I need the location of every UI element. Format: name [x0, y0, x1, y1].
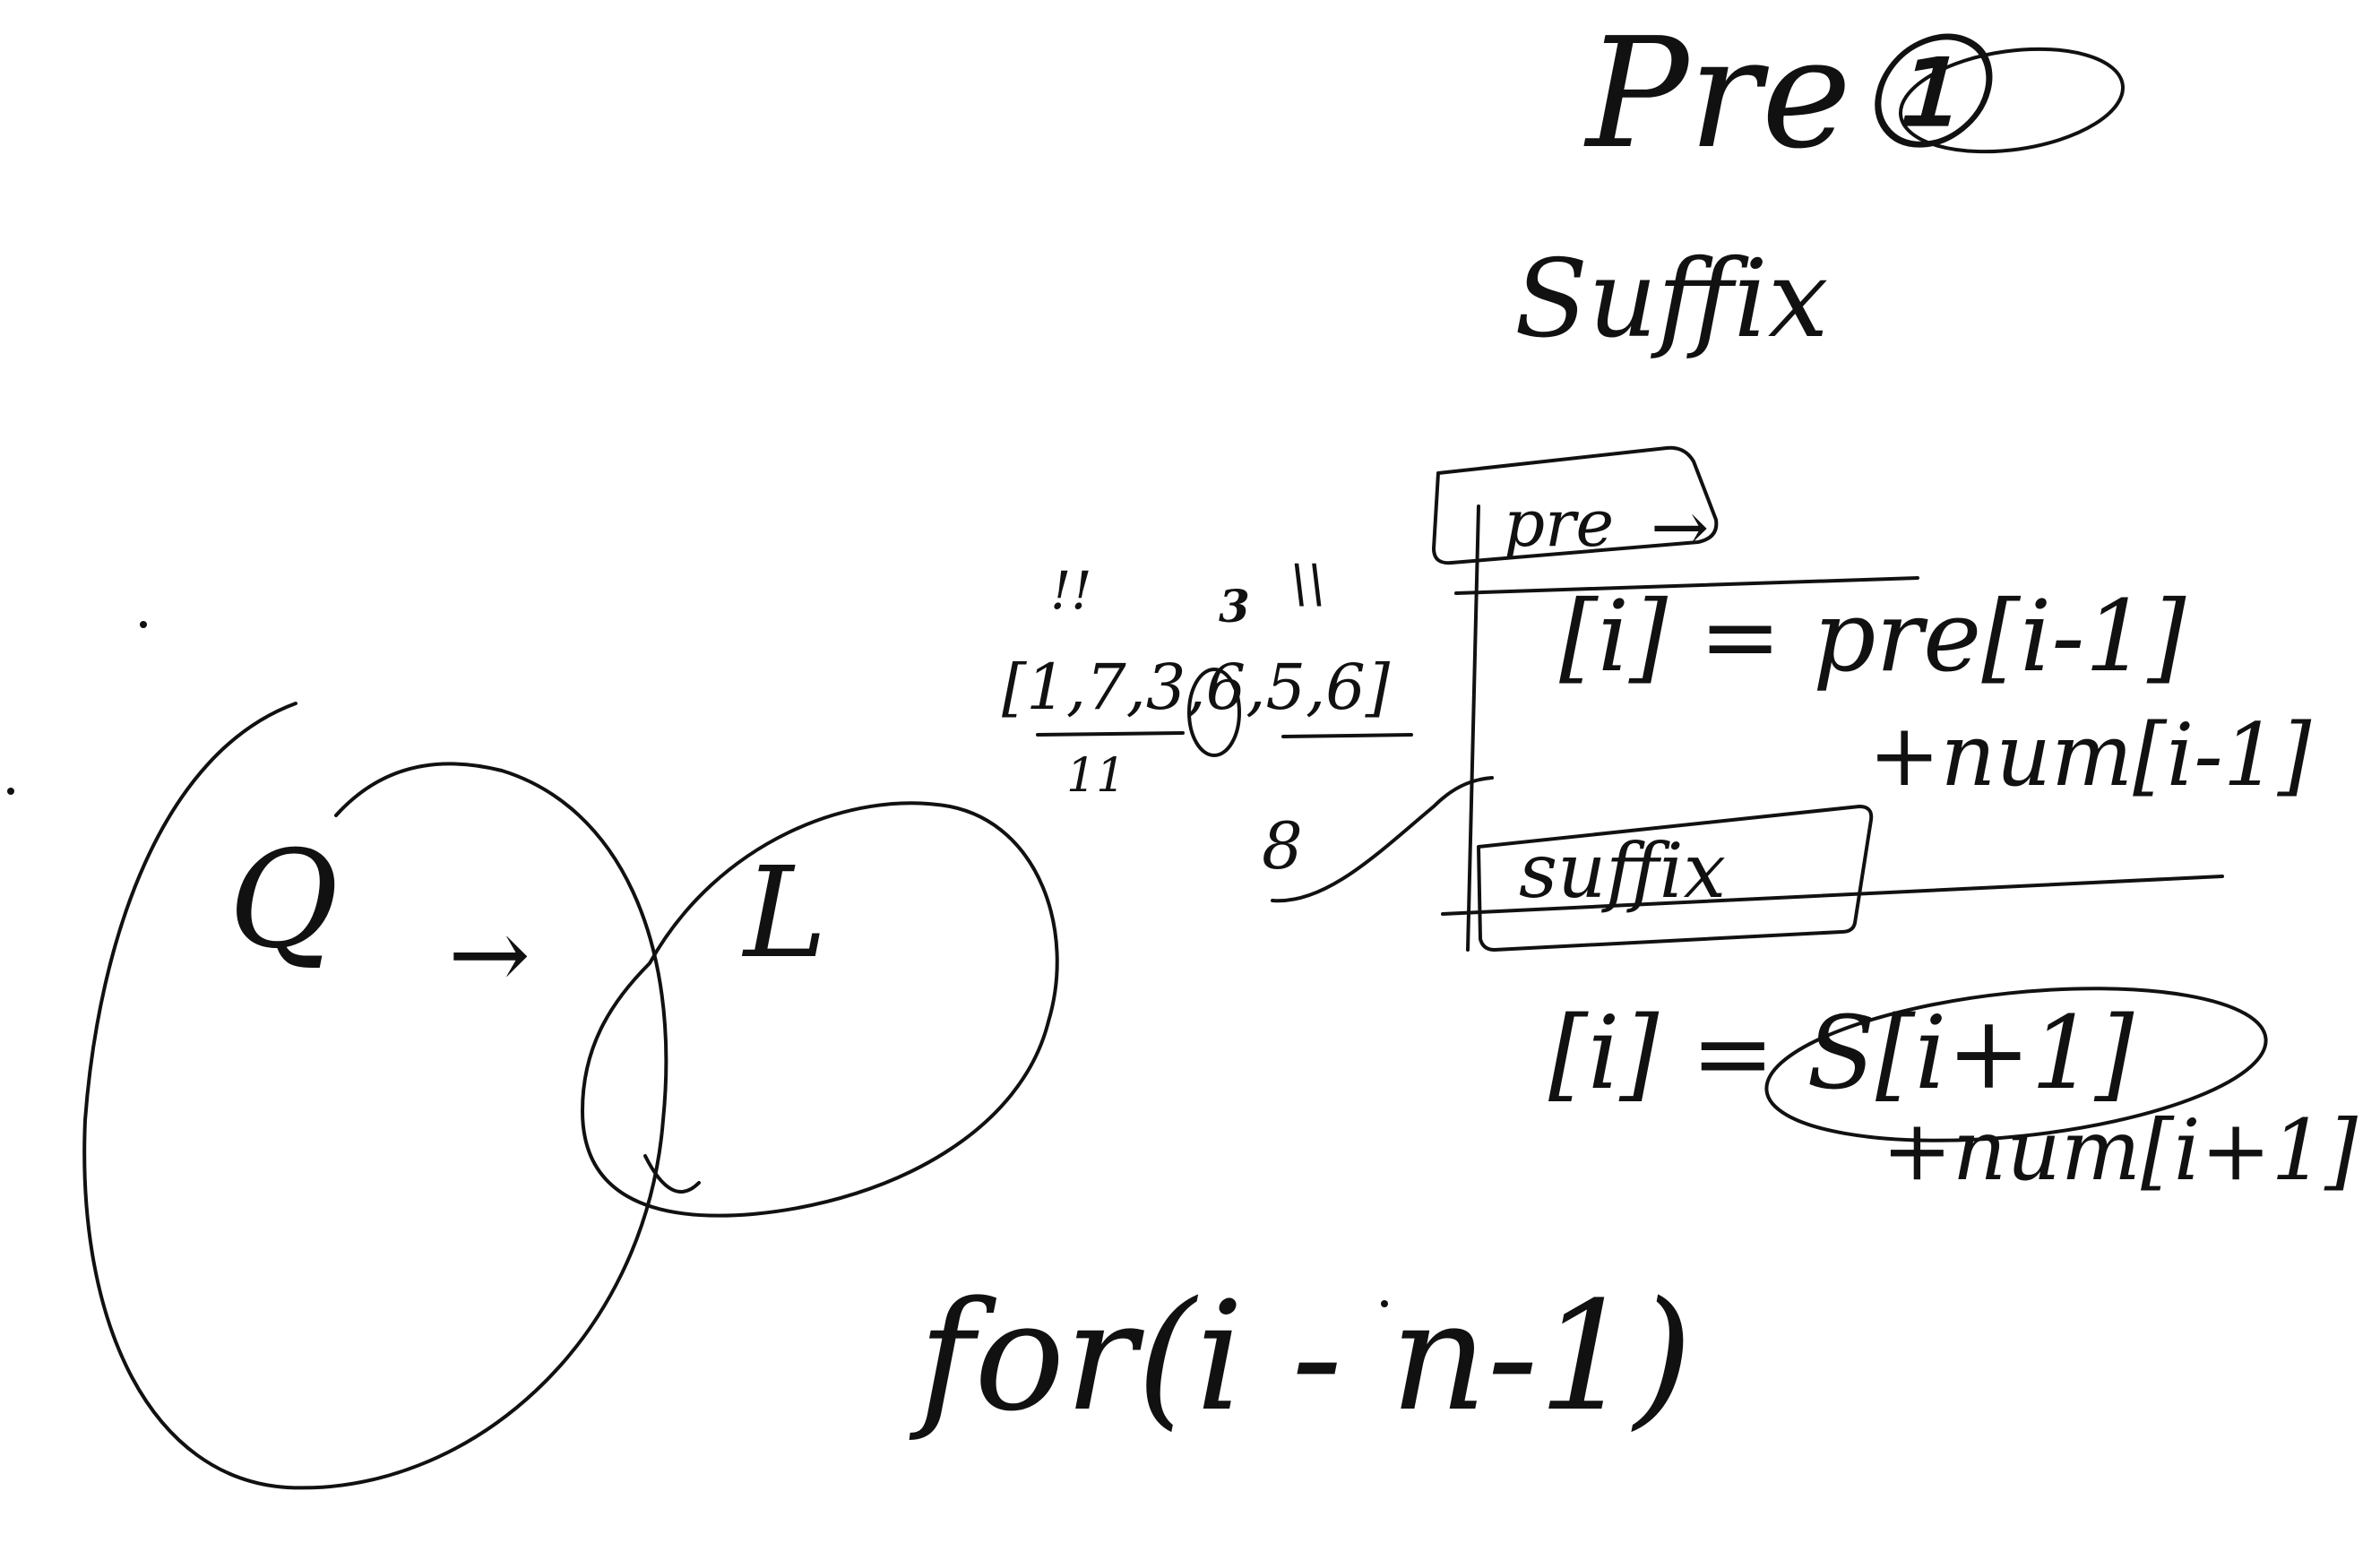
- suffix-formula: [i] = S[i+1]: [1548, 996, 2134, 1112]
- overlap-mark-stroke: [643, 1154, 701, 1194]
- array-mark-top-left: !!: [1050, 560, 1092, 621]
- array-mark-top-right: \\: [1290, 553, 1326, 614]
- dot-stroke: [140, 621, 147, 628]
- connector-stroke: [1271, 776, 1494, 903]
- suffix-underline-stroke: [1441, 875, 2224, 916]
- array-eight-label: 8: [1262, 808, 1303, 884]
- pre-box-stroke: [1432, 445, 1719, 565]
- dot-stroke-3: [1381, 1300, 1388, 1307]
- pre-arrow: →: [1651, 487, 1710, 568]
- sketch-middle-arrow: →: [448, 897, 531, 1012]
- pre-title: Pre①: [1586, 5, 1988, 183]
- array-underline-right: [1281, 733, 1413, 738]
- pre-underline-stroke: [1454, 576, 1919, 595]
- array-underline-left: [1036, 731, 1185, 737]
- sketch-right-symbol: L: [744, 840, 827, 987]
- suffix-box-label: suffix: [1519, 827, 1726, 915]
- array-sum-label: 3: [1219, 580, 1250, 633]
- array-values: [1,7,3,6,5,6]: [1002, 651, 1391, 724]
- pre-box-label: pre: [1504, 486, 1615, 561]
- suffix-title: Suffix: [1514, 237, 1829, 362]
- suffix-formula-add: +num[i+1]: [1882, 1102, 2358, 1200]
- left-blob-stroke: [82, 702, 668, 1490]
- right-blob-stroke: [581, 801, 1059, 1218]
- suffix-box-stroke: [1477, 805, 1874, 952]
- pre-formula: [i] = pre[i-1]: [1559, 579, 2186, 694]
- array-mark-bottom: 11: [1066, 749, 1126, 803]
- sketch-left-symbol: Q: [229, 823, 339, 978]
- for-loop-note: for(i - n-1): [918, 1269, 1693, 1444]
- oval-stroke: [1764, 987, 2268, 1142]
- pre-formula-add: +num[i-1]: [1868, 705, 2312, 806]
- array-circle: [1187, 668, 1241, 757]
- divider-stroke: [1466, 504, 1480, 952]
- circle-stroke: [1898, 47, 2126, 154]
- dot-stroke-2: [7, 788, 14, 795]
